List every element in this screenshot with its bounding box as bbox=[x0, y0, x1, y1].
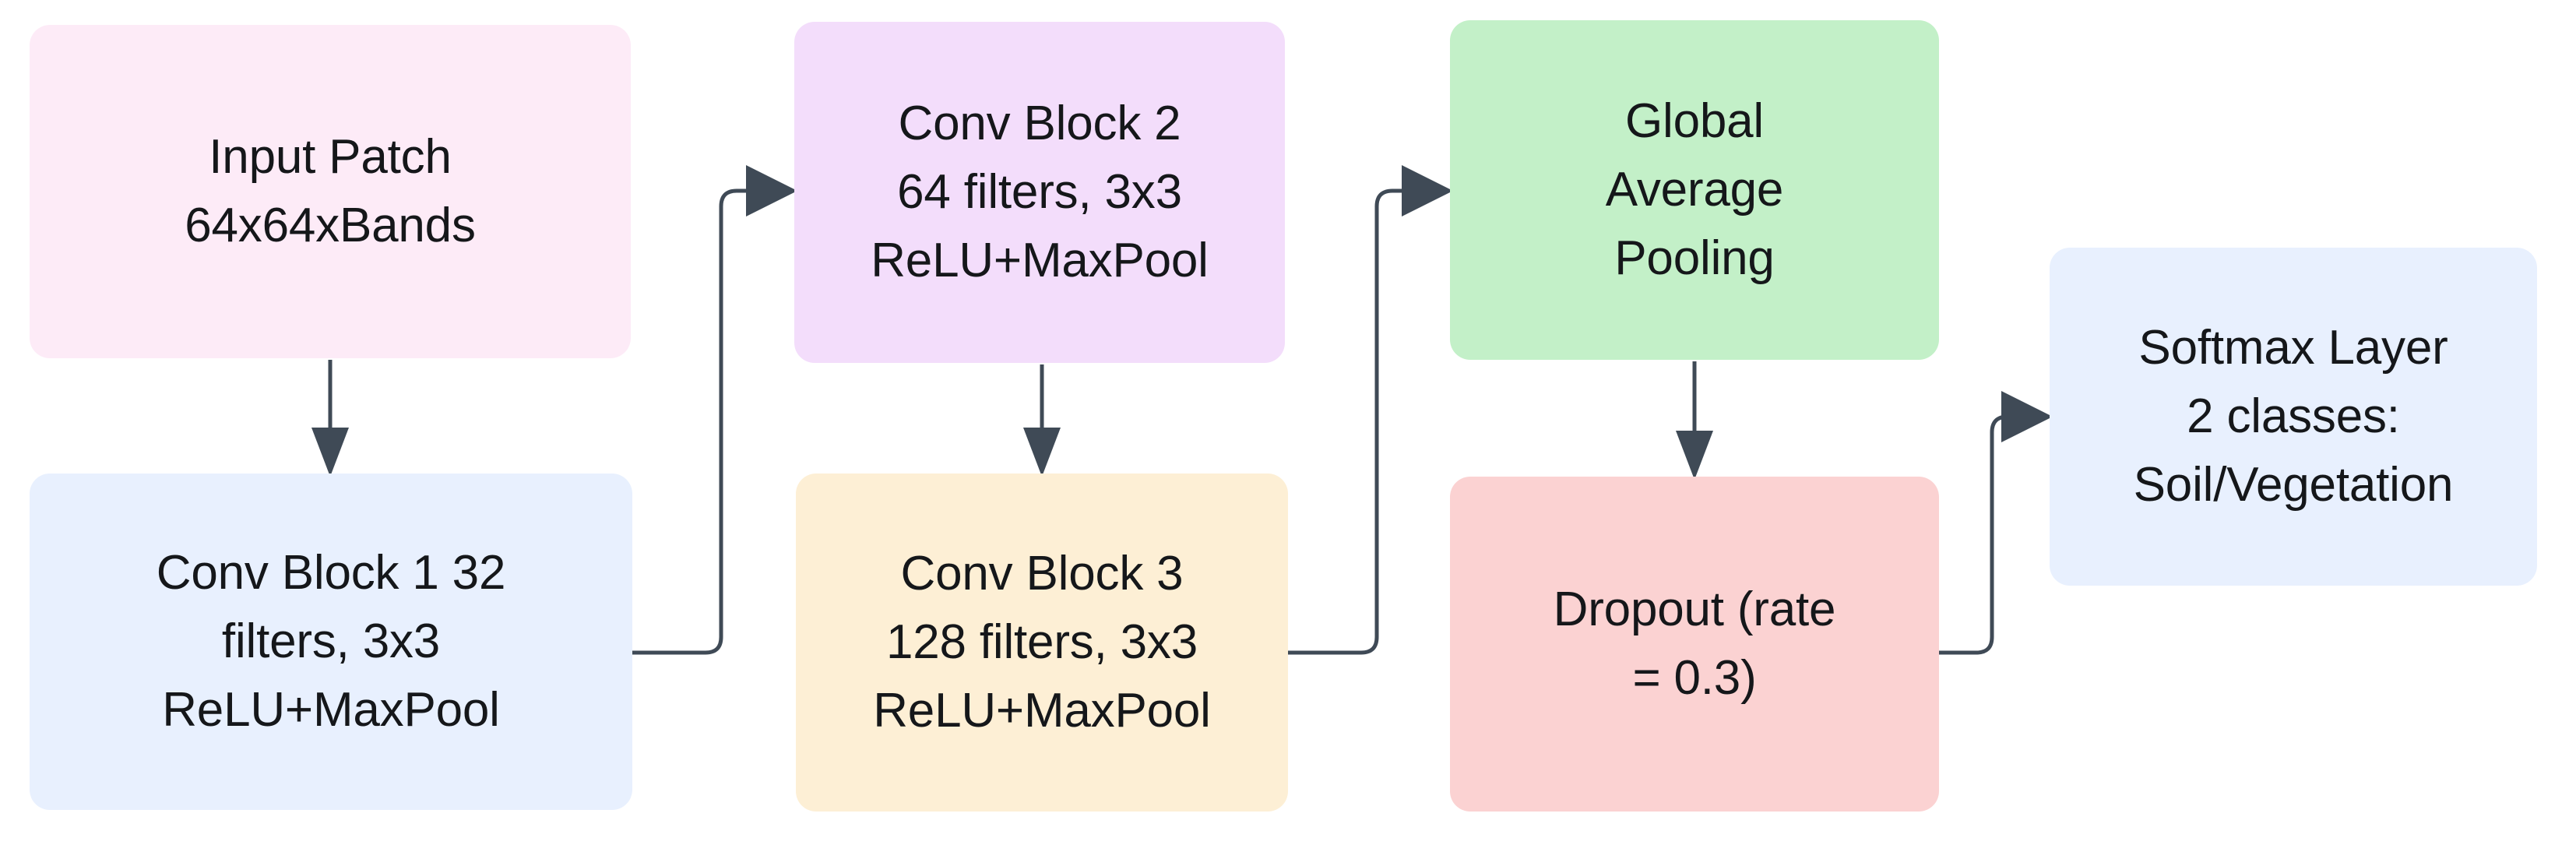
node-line: ReLU+MaxPool bbox=[871, 234, 1209, 288]
node-line: Input Patch bbox=[209, 129, 452, 184]
node-line: Pooling bbox=[1614, 231, 1775, 286]
edge-conv-block-1-to-conv-block-2 bbox=[632, 165, 797, 655]
node-line: Average bbox=[1605, 162, 1784, 217]
node-line: 64 filters, 3x3 bbox=[897, 164, 1182, 219]
dropout-node[interactable]: Dropout (rate = 0.3) bbox=[1450, 477, 1939, 812]
edge-dropout-to-softmax-layer bbox=[1939, 391, 2053, 655]
input-patch-node[interactable]: Input Patch 64x64xBands bbox=[30, 25, 631, 358]
node-line: Soil/Vegetation bbox=[2133, 458, 2454, 512]
node-line: 2 classes: bbox=[2187, 389, 2400, 443]
node-line: Dropout (rate bbox=[1553, 582, 1836, 636]
node-line: ReLU+MaxPool bbox=[162, 683, 500, 738]
node-line: = 0.3) bbox=[1632, 651, 1757, 705]
node-line: 64x64xBands bbox=[185, 199, 476, 252]
conv-block-1-node[interactable]: Conv Block 1 32 filters, 3x3 ReLU+MaxPoo… bbox=[30, 474, 632, 810]
node-line: 128 filters, 3x3 bbox=[885, 614, 1198, 669]
node-line: Conv Block 2 bbox=[898, 96, 1181, 150]
node-line: Conv Block 1 32 bbox=[156, 545, 506, 600]
edge-conv-block-3-to-global-average-pooling bbox=[1288, 165, 1453, 655]
node-line: Softmax Layer bbox=[2138, 320, 2448, 375]
conv-block-3-node[interactable]: Conv Block 3 128 filters, 3x3 ReLU+MaxPo… bbox=[796, 474, 1288, 812]
conv-block-2-node[interactable]: Conv Block 2 64 filters, 3x3 ReLU+MaxPoo… bbox=[794, 22, 1285, 363]
edge-global-average-pooling-to-dropout bbox=[1676, 361, 1713, 480]
node-line: Conv Block 3 bbox=[900, 546, 1184, 600]
edge-conv-block-2-to-conv-block-3 bbox=[1023, 364, 1061, 477]
edge-input-patch-to-conv-block-1 bbox=[311, 360, 349, 477]
node-line: filters, 3x3 bbox=[221, 614, 441, 668]
softmax-layer-node[interactable]: Softmax Layer 2 classes: Soil/Vegetation bbox=[2050, 248, 2537, 586]
node-line: ReLU+MaxPool bbox=[873, 684, 1211, 738]
global-average-pooling-node[interactable]: Global Average Pooling bbox=[1450, 20, 1939, 360]
node-line: Global bbox=[1624, 93, 1765, 148]
